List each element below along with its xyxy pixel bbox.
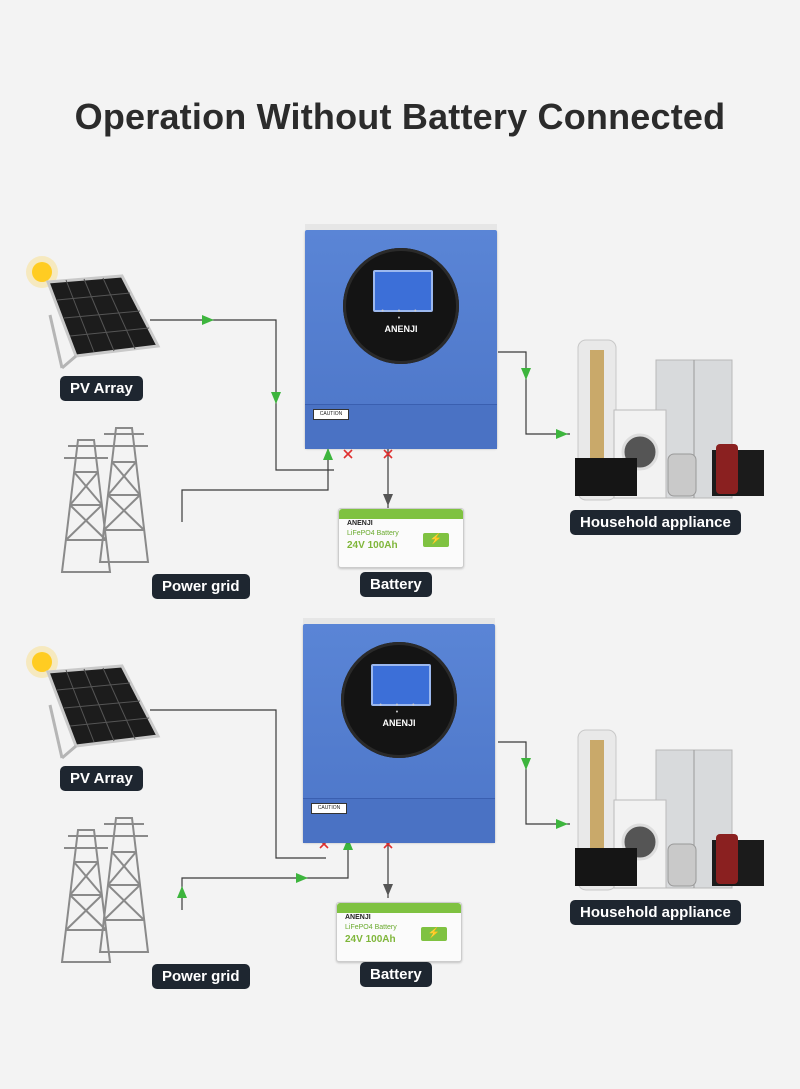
page-title: Operation Without Battery Connected (74, 96, 726, 137)
lcd-screen (371, 664, 431, 706)
solar-panel-icon (45, 664, 161, 760)
caution-label: CAUTION (313, 409, 349, 420)
battery-rating: 24V 100Ah (347, 540, 398, 551)
power-pylon-icon (60, 427, 150, 573)
flow-arrows (177, 758, 568, 898)
sun-icon (26, 646, 58, 678)
inverter-display-ring: • • • • ANENJI (341, 642, 457, 758)
inverter-display-ring: • • • • ANENJI (343, 248, 459, 364)
household-appliance-label: Household appliance (570, 510, 741, 535)
battery-unit: ANENJI LiFePO4 Battery 24V 100Ah ⚡ (336, 902, 462, 962)
pv-array-label: PV Array (60, 766, 143, 791)
power-grid-label: Power grid (152, 574, 250, 599)
flow-arrows (202, 315, 568, 460)
inverter-buttons: • • • • (381, 308, 423, 322)
inverter-brand: ANENJI (382, 718, 416, 728)
pv-array-label: PV Array (60, 376, 143, 401)
battery-charge-icon: ⚡ (423, 533, 449, 547)
battery-label: Battery (360, 572, 432, 597)
sun-icon (26, 256, 58, 288)
battery-charge-icon: ⚡ (421, 927, 447, 941)
power-pylon-icon (60, 817, 150, 963)
battery-brand: ANENJI (345, 914, 371, 921)
hybrid-inverter: • • • • ANENJI CAUTION (305, 224, 497, 449)
lcd-screen (373, 270, 433, 312)
battery-label: Battery (360, 962, 432, 987)
power-grid-label: Power grid (152, 964, 250, 989)
blocked-mark (343, 449, 393, 459)
hybrid-inverter: • • • • ANENJI CAUTION (303, 618, 495, 843)
caution-label: CAUTION (311, 803, 347, 814)
battery-rating: 24V 100Ah (345, 934, 396, 945)
inverter-brand: ANENJI (384, 324, 418, 334)
solar-panel-icon (45, 274, 161, 370)
battery-brand: ANENJI (347, 520, 373, 527)
panel-1-graphics (26, 256, 764, 573)
appliances-icon (575, 339, 764, 501)
battery-type: LiFePO4 Battery (345, 924, 397, 931)
battery-unit: ANENJI LiFePO4 Battery 24V 100Ah ⚡ (338, 508, 464, 568)
battery-type: LiFePO4 Battery (347, 530, 399, 537)
inverter-buttons: • • • • (379, 702, 421, 716)
scenario-panel-1: • • • • ANENJI CAUTION ANENJI LiFePO4 Ba… (0, 200, 800, 620)
household-appliance-label: Household appliance (570, 900, 741, 925)
appliances-icon (575, 729, 764, 891)
scenario-panel-2: • • • • ANENJI CAUTION ANENJI LiFePO4 Ba… (0, 590, 800, 1010)
panel-2-graphics (26, 646, 764, 963)
